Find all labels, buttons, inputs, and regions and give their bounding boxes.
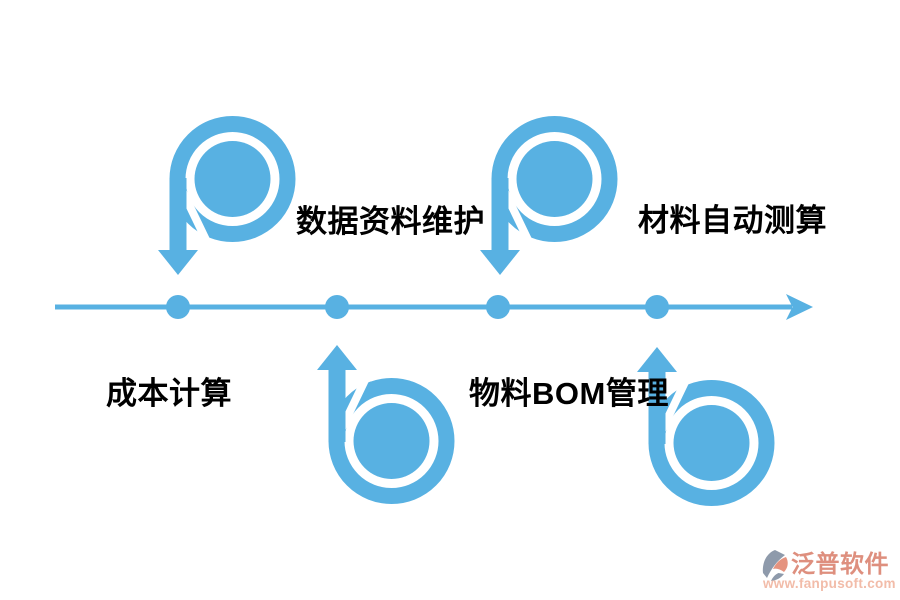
watermark-url: www.fanpusoft.com [763,576,896,591]
spiral-arrow-down-1 [158,124,288,275]
spiral-arrow-up-2 [637,347,767,498]
step-label-material-auto-calc: 材料自动测算 [638,203,827,238]
spiral-arrow-down-2 [480,124,610,275]
fanpu-logo-icon [762,550,788,581]
watermark: 泛普软件 www.fanpusoft.com [761,549,896,591]
timeline-dot-3 [486,295,510,319]
timeline-dot-1 [166,295,190,319]
timeline-dot-4 [645,295,669,319]
step-label-cost-calc: 成本计算 [106,376,232,411]
timeline-arrowhead-icon [786,294,813,320]
step-label-data-maintenance: 数据资料维护 [296,204,485,239]
timeline-dot-2 [325,295,349,319]
watermark-brand: 泛普软件 [791,551,889,578]
spiral-arrow-up-1 [317,345,447,496]
step-label-bom-management: 物料BOM管理 [469,376,669,411]
